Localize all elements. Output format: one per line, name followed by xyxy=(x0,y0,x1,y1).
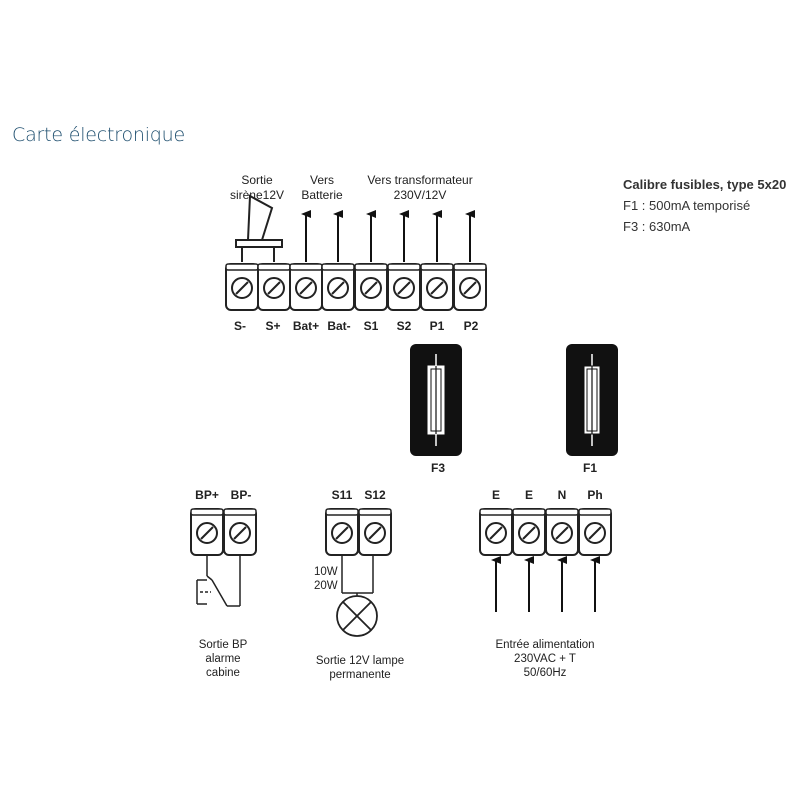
caption-transfo-line2: 230V/12V xyxy=(394,188,447,202)
power-caption-line3: 50/60Hz xyxy=(524,667,567,679)
bp-caption-line3: cabine xyxy=(206,667,240,679)
terminal-bp-plus xyxy=(190,508,224,556)
power-input-block: E E N Ph Entrée alimentation 230VAC + T … xyxy=(479,488,612,679)
terminal-s-plus xyxy=(257,263,291,311)
top-captions: Sortie sirène12V Vers Batterie Vers tran… xyxy=(230,173,473,202)
terminal-s1 xyxy=(354,263,388,311)
terminal-p2 xyxy=(453,263,487,311)
terminal-e2 xyxy=(512,508,546,556)
top-terminal-block xyxy=(225,263,487,311)
terminal-s2 xyxy=(387,263,421,311)
label-p2: P2 xyxy=(464,319,479,333)
label-p1: P1 xyxy=(430,319,445,333)
lamp-power-line1: 10W xyxy=(314,566,338,578)
label-s2: S2 xyxy=(397,319,412,333)
label-bat-plus: Bat+ xyxy=(293,319,319,333)
terminal-bat-plus xyxy=(289,263,323,311)
label-s-plus: S+ xyxy=(265,319,280,333)
label-bat-minus: Bat- xyxy=(327,319,350,333)
caption-transfo-line1: Vers transformateur xyxy=(367,173,472,187)
caption-batterie-line2: Batterie xyxy=(301,188,343,202)
label-e2: E xyxy=(525,488,533,502)
siren-icon xyxy=(235,194,283,262)
label-e1: E xyxy=(492,488,500,502)
fuse-f1: F1 xyxy=(566,344,618,475)
page-title: Carte électronique xyxy=(12,124,185,146)
bp-caption-line1: Sortie BP xyxy=(199,639,248,651)
label-ph: Ph xyxy=(587,488,602,502)
label-bp-minus: BP- xyxy=(231,488,252,502)
lamp-caption-line2: permanente xyxy=(329,669,390,681)
terminal-ph xyxy=(578,508,612,556)
terminal-s-minus xyxy=(225,263,259,311)
label-s11: S11 xyxy=(332,488,353,502)
top-arrows xyxy=(301,210,475,262)
label-n: N xyxy=(558,488,567,502)
fuse-rating-line-f3: F3 : 630mA xyxy=(623,219,691,234)
fuse-rating-heading: Calibre fusibles, type 5x20 xyxy=(623,177,787,192)
caption-batterie-line1: Vers xyxy=(310,173,334,187)
terminal-s11 xyxy=(325,508,359,556)
fuse-rating-note: Calibre fusibles, type 5x20 F1 : 500mA t… xyxy=(623,174,786,237)
lamp-icon xyxy=(336,595,378,637)
lamp-power-line2: 20W xyxy=(314,580,338,592)
power-caption-line1: Entrée alimentation xyxy=(495,639,594,651)
terminal-p1 xyxy=(420,263,454,311)
bp-block: BP+ BP- Sortie BP alarme cabine xyxy=(190,488,257,679)
label-s12: S12 xyxy=(364,488,386,502)
label-s-minus: S- xyxy=(234,319,246,333)
push-button-switch-icon xyxy=(196,555,241,607)
terminal-s12 xyxy=(358,508,392,556)
terminal-n xyxy=(545,508,579,556)
caption-sortie-line1: Sortie xyxy=(241,173,273,187)
label-f1: F1 xyxy=(583,461,597,475)
lamp-caption-line1: Sortie 12V lampe xyxy=(316,655,404,667)
lamp-block: S11 S12 10W 20W Sortie 12V lampe permane… xyxy=(314,488,404,681)
fuse-rating-line-f1: F1 : 500mA temporisé xyxy=(623,198,751,213)
power-caption-line2: 230VAC + T xyxy=(514,653,576,665)
fuse-f3: F3 xyxy=(410,344,462,475)
bp-caption-line2: alarme xyxy=(205,653,240,665)
terminal-bat-minus xyxy=(321,263,355,311)
top-terminal-labels: S- S+ Bat+ Bat- S1 S2 P1 P2 xyxy=(234,319,479,333)
caption-sortie-line2: sirène12V xyxy=(230,188,284,202)
label-f3: F3 xyxy=(431,461,445,475)
terminal-bp-minus xyxy=(223,508,257,556)
terminal-e1 xyxy=(479,508,513,556)
label-s1: S1 xyxy=(364,319,379,333)
label-bp-plus: BP+ xyxy=(195,488,219,502)
